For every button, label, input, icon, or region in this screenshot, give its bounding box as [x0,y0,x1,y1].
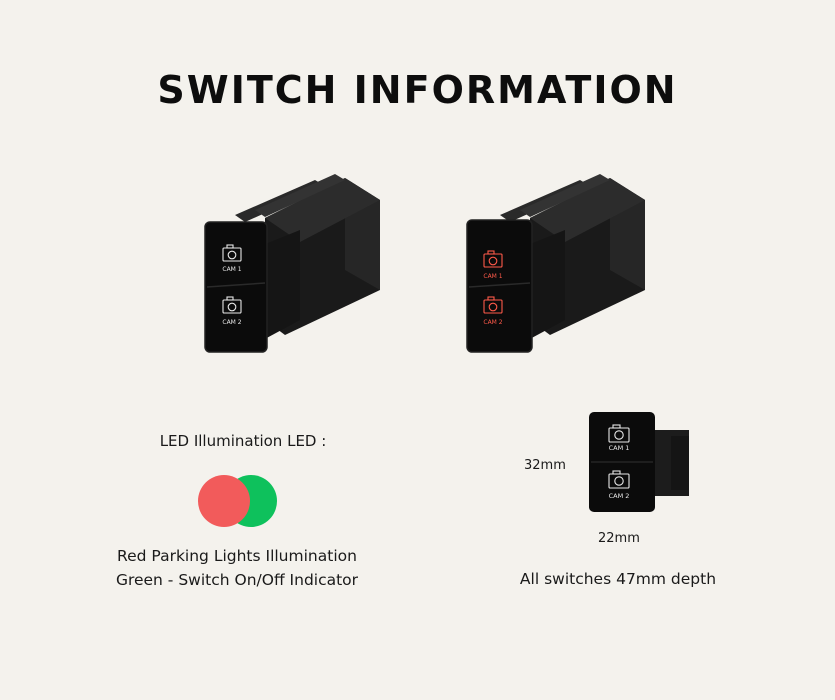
camera-icon [608,470,630,489]
camera-icon [608,424,630,443]
width-dimension-label: 22mm [598,531,640,546]
led-green-description: Green - Switch On/Off Indicator [115,571,359,589]
switch-front-view: CAM 1 CAM 2 [589,412,689,512]
led-red-description: Red Parking Lights Illumination [117,547,357,565]
switch-label-cam1: CAM 1 [483,273,502,280]
led-red-circle [198,475,250,527]
switch-label-cam1: CAM 1 [222,266,241,273]
switch-white-illumination: CAM 1 CAM 2 [204,174,380,353]
camera-icon [222,244,242,262]
page-title: SWITCH INFORMATION [157,68,678,112]
switch-red-illumination: CAM 1 CAM 2 [466,174,645,353]
camera-icon [483,250,503,268]
switch-label-cam2: CAM 2 [483,319,502,326]
switch-label-cam1: CAM 1 [609,444,630,452]
led-illumination-heading: LED Illumination LED : [159,432,327,450]
switch-label-cam2: CAM 2 [609,492,630,500]
depth-text: All switches 47mm depth [519,570,717,588]
camera-icon [483,296,503,314]
switch-label-cam2: CAM 2 [222,319,241,326]
height-dimension-label: 32mm [524,458,566,473]
camera-icon [222,296,242,314]
